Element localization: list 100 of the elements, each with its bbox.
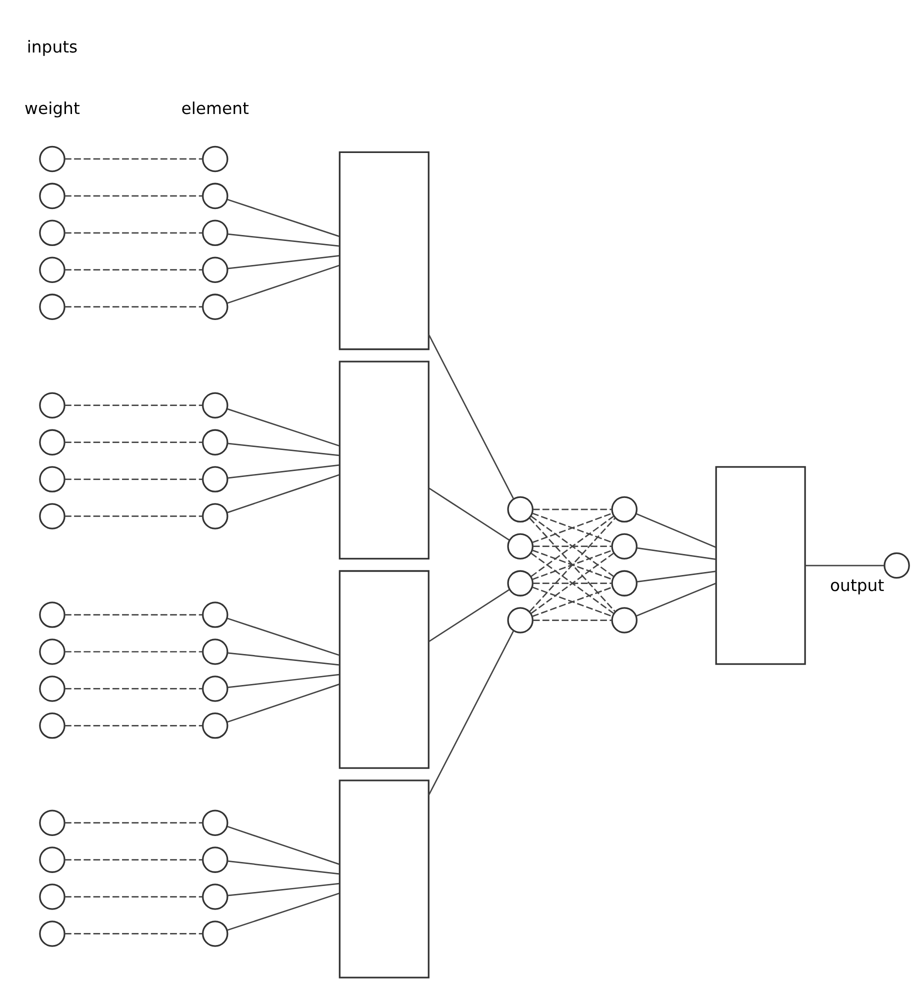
label: element — [181, 98, 249, 118]
connector — [428, 487, 510, 540]
node-circle — [39, 145, 66, 172]
connector — [64, 158, 203, 160]
node-circle — [202, 502, 228, 529]
connector — [64, 650, 203, 652]
connector — [428, 334, 514, 499]
connector — [530, 552, 614, 614]
connector — [532, 508, 612, 510]
node-box — [715, 466, 806, 664]
node-circle — [611, 570, 638, 596]
connector — [64, 194, 203, 196]
connector — [64, 441, 203, 442]
connector — [428, 588, 510, 642]
connector — [64, 932, 203, 934]
connector — [532, 619, 612, 620]
node-circle — [611, 606, 638, 633]
connector — [636, 570, 716, 582]
connector — [227, 652, 340, 666]
node-circle — [507, 570, 534, 596]
node-circle — [202, 219, 228, 246]
connector — [64, 404, 203, 406]
connector — [64, 268, 203, 270]
node-circle — [611, 532, 638, 559]
node-circle — [39, 638, 66, 664]
node-circle — [202, 883, 228, 910]
node-circle — [39, 601, 66, 628]
node-circle — [611, 496, 638, 522]
node-circle — [202, 428, 228, 455]
node-circle — [202, 712, 228, 738]
node-circle — [507, 606, 534, 633]
connector — [227, 264, 340, 304]
node-circle — [202, 293, 228, 320]
connector — [64, 724, 203, 726]
node-circle — [202, 182, 228, 209]
connector — [64, 858, 203, 860]
node-circle — [39, 846, 66, 872]
node-circle — [39, 293, 66, 320]
connector — [636, 512, 716, 548]
node-circle — [39, 428, 66, 455]
node-circle — [39, 256, 66, 282]
node-circle — [202, 392, 228, 418]
connector — [532, 545, 612, 547]
node-circle — [202, 809, 228, 836]
node-circle — [39, 712, 66, 738]
node-label: output — [830, 575, 884, 594]
node-circle — [39, 809, 66, 836]
connector — [227, 474, 340, 513]
connector — [227, 232, 340, 246]
connector — [227, 892, 340, 930]
connector — [227, 254, 340, 269]
connector — [64, 232, 203, 234]
node-circle — [507, 532, 534, 559]
connector — [227, 860, 340, 874]
node-circle — [39, 675, 66, 702]
connector — [64, 896, 203, 897]
node-circle — [39, 182, 66, 209]
node-circle — [202, 466, 228, 492]
node-circle — [39, 219, 66, 246]
connector — [532, 512, 613, 543]
connector — [64, 306, 203, 307]
node-circle — [39, 883, 66, 910]
connector — [227, 198, 340, 237]
node-box — [338, 779, 430, 978]
node-circle — [202, 846, 228, 872]
node-box — [338, 570, 430, 768]
label: inputs — [26, 36, 78, 56]
connector — [227, 464, 340, 478]
connector — [636, 546, 716, 560]
node-circle — [884, 552, 910, 578]
node-circle — [202, 601, 228, 628]
connector — [636, 582, 716, 616]
connector — [64, 822, 203, 824]
connector — [64, 688, 203, 689]
connector — [428, 630, 514, 796]
connector — [227, 408, 340, 446]
connector — [227, 617, 340, 656]
node-circle — [202, 920, 228, 946]
node-circle — [39, 502, 66, 529]
connector — [227, 683, 340, 722]
node-circle — [202, 145, 228, 172]
label: weight — [24, 98, 80, 118]
connector — [532, 582, 612, 584]
node-box — [338, 150, 430, 350]
connector — [805, 564, 884, 566]
node-circle — [202, 638, 228, 664]
connector — [64, 614, 203, 615]
connector — [64, 515, 203, 516]
node-circle — [39, 392, 66, 418]
node-circle — [202, 675, 228, 702]
node-circle — [507, 496, 534, 522]
connector — [227, 442, 340, 456]
node-box — [338, 360, 430, 559]
node-circle — [39, 920, 66, 946]
connector — [532, 549, 613, 580]
connector — [227, 673, 340, 688]
node-circle — [39, 466, 66, 492]
node-circle — [202, 256, 228, 282]
connector — [64, 478, 203, 480]
connector — [227, 825, 340, 864]
